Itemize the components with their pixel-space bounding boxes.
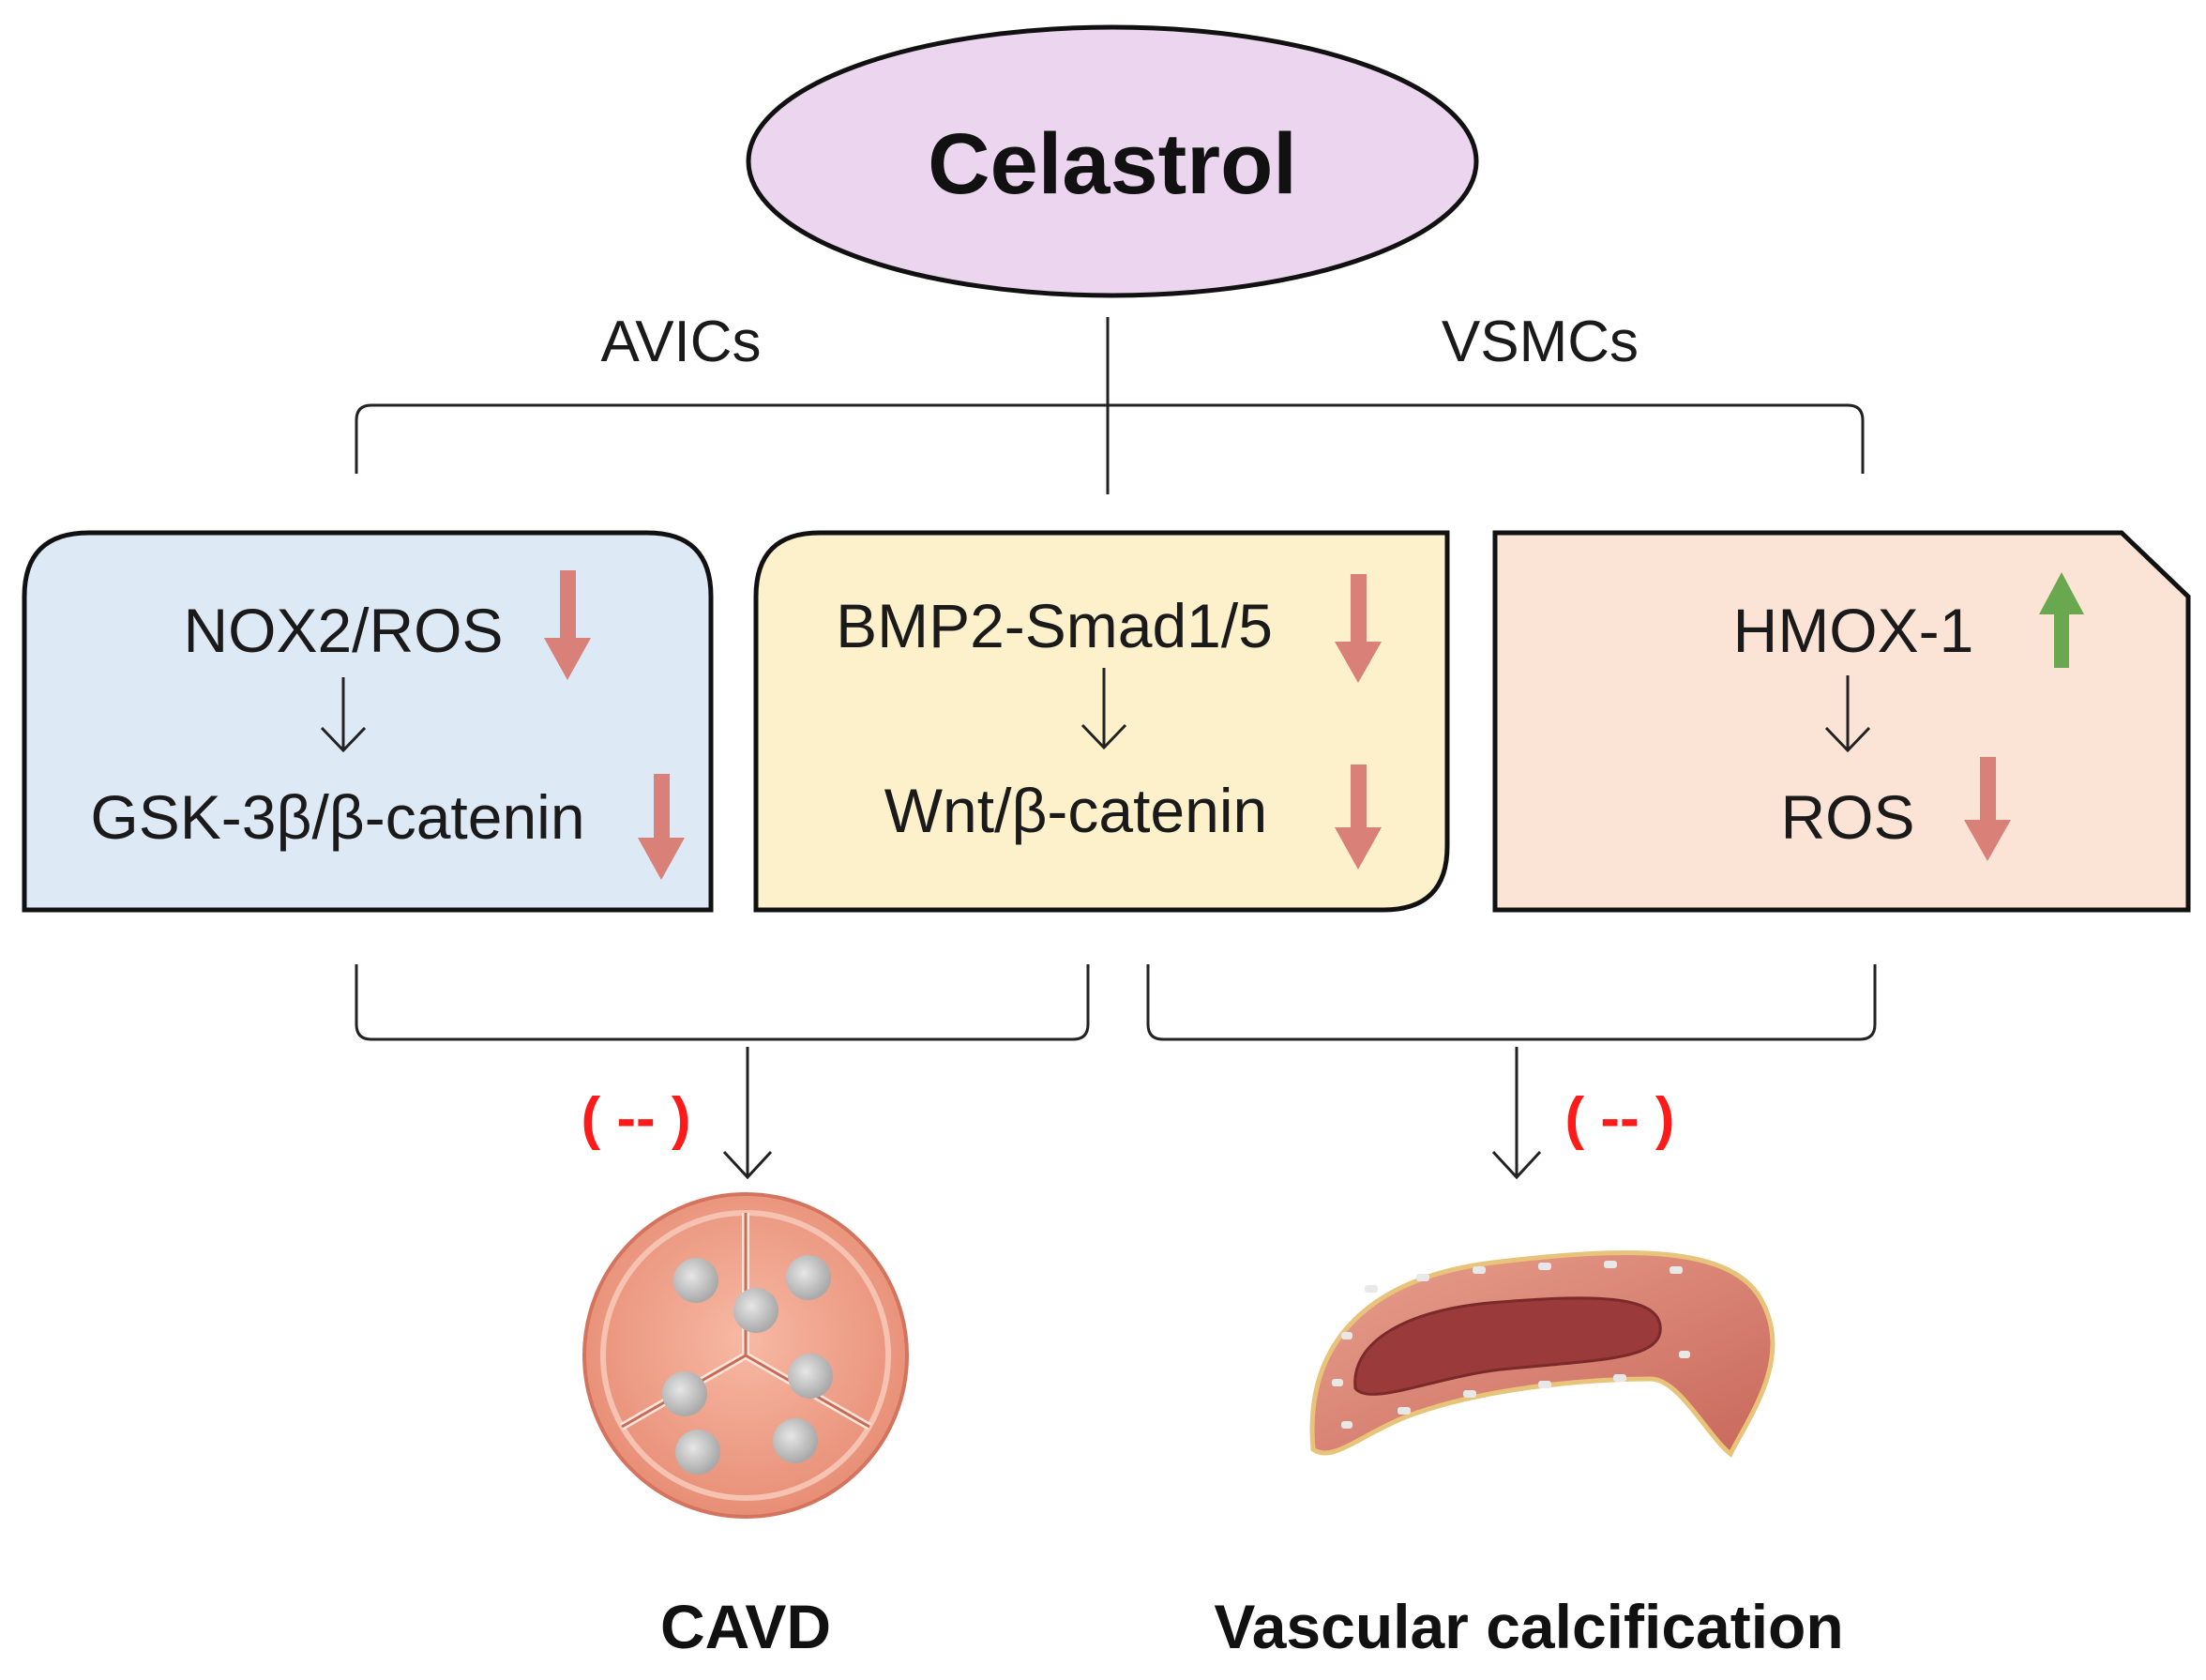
box2-flow-arrow	[1080, 668, 1127, 750]
box1-bottom-label: GSK-3β/β-catenin	[90, 782, 584, 852]
box-avics-pathway: NOX2/ROS GSK-3β/β-catenin	[22, 530, 714, 913]
box1-top-label: NOX2/ROS	[183, 596, 503, 665]
outcome-label-cavd: CAVD	[660, 1592, 831, 1661]
down-arrow-icon	[544, 570, 591, 680]
box1-flow-arrow	[320, 677, 367, 753]
aortic-valve-image	[582, 1192, 909, 1519]
bracket-vascular	[1146, 964, 1877, 1041]
inhibit-mark-vascular: ( -- )	[1564, 1086, 1674, 1151]
arrow-to-cavd	[722, 1047, 773, 1180]
box2-bottom-label: Wnt/β-catenin	[884, 776, 1267, 845]
celastrol-title: Celastrol	[928, 116, 1297, 212]
box-shared-pathway: BMP2-Smad1/5 Wnt/β-catenin	[753, 530, 1450, 913]
box2-top-label: BMP2-Smad1/5	[836, 591, 1273, 660]
box3-top-label: HMOX-1	[1733, 596, 1974, 665]
arrow-to-vascular	[1491, 1047, 1542, 1180]
bracket-cavd	[355, 964, 1090, 1041]
box3-bottom-label: ROS	[1780, 782, 1914, 852]
box3-flow-arrow	[1824, 675, 1871, 753]
branch-label-avics: AVICs	[600, 310, 761, 374]
outcome-label-vascular: Vascular calcification	[1214, 1592, 1843, 1661]
celastrol-node	[746, 24, 1479, 298]
box-vsmcs-pathway: HMOX-1 ROS	[1492, 530, 2191, 913]
blood-vessel-image	[1309, 1250, 1775, 1458]
down-arrow-icon	[1335, 764, 1382, 870]
inhibit-mark-cavd: ( -- )	[581, 1086, 690, 1151]
branch-label-vsmcs: VSMCs	[1442, 310, 1639, 374]
top-bracket	[355, 317, 1865, 494]
down-arrow-icon	[1964, 757, 2011, 861]
down-arrow-icon	[638, 774, 685, 880]
down-arrow-icon	[1335, 574, 1382, 683]
up-arrow-icon	[2039, 572, 2084, 668]
